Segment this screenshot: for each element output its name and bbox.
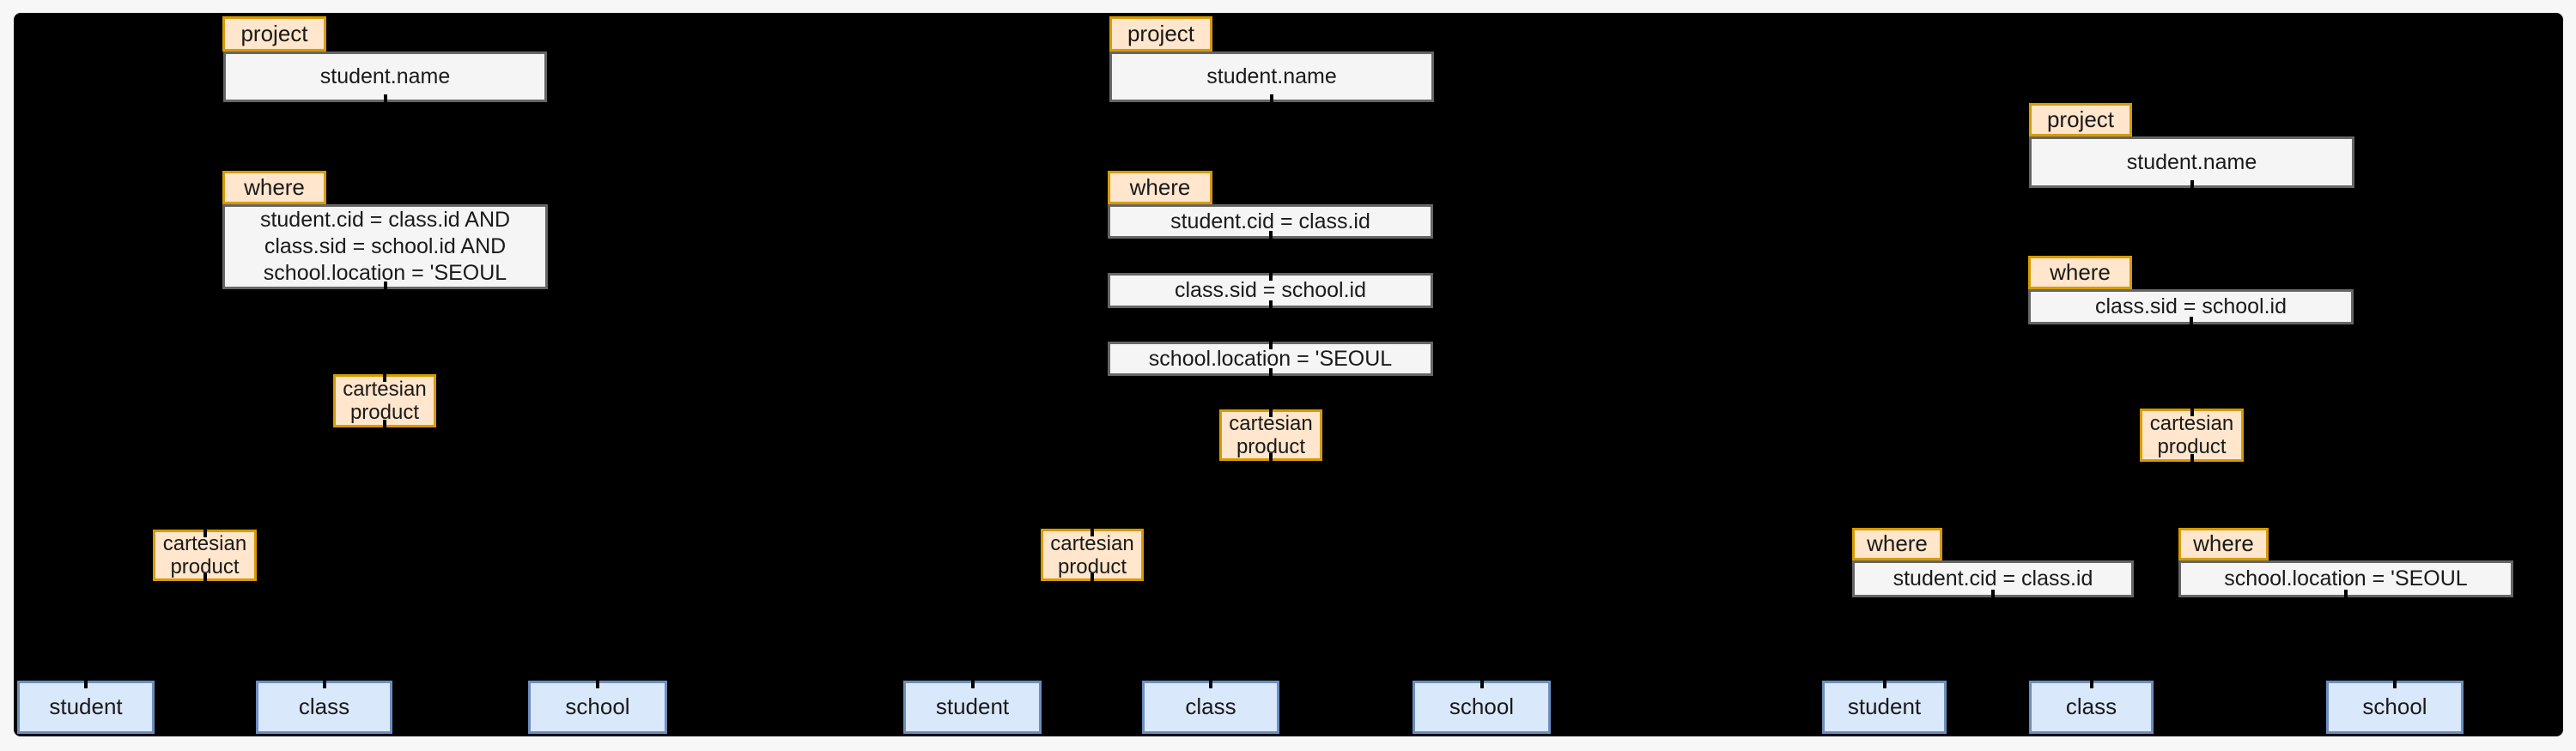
table-class: class — [1142, 681, 1279, 734]
project-attribute-box: student.name — [223, 51, 547, 102]
table-school: school — [1413, 681, 1551, 734]
where-condition-box: class.sid = school.id — [2028, 289, 2354, 324]
project-tag: project — [1109, 16, 1212, 51]
where-condition-box: student.cid = class.id — [1108, 204, 1433, 239]
where-condition-box: school.location = 'SEOUL — [1108, 342, 1433, 376]
where-condition-box: class.sid = school.id — [1108, 273, 1433, 308]
where-tag: where — [1852, 528, 1942, 560]
project-tag: project — [222, 16, 326, 51]
table-student: student — [903, 681, 1042, 734]
where-tag: where — [2028, 256, 2132, 289]
project-attribute-box: student.name — [2029, 136, 2354, 188]
table-school: school — [2326, 681, 2464, 734]
project-attribute-box: student.name — [1109, 51, 1434, 102]
where-tag: where — [1108, 171, 1212, 204]
table-student: student — [17, 681, 155, 734]
where-condition-box: student.cid = class.id AND class.sid = s… — [222, 204, 548, 289]
cartesian-product-node: cartesian product — [2140, 409, 2244, 462]
table-class: class — [2029, 681, 2154, 734]
cartesian-product-node: cartesian product — [1219, 409, 1322, 461]
cartesian-product-node: cartesian product — [1041, 529, 1144, 581]
where-tag: where — [222, 171, 326, 204]
table-class: class — [256, 681, 392, 734]
cartesian-product-node: cartesian product — [333, 374, 436, 427]
cartesian-product-node: cartesian product — [153, 530, 257, 581]
table-student: student — [1822, 681, 1947, 734]
project-tag: project — [2029, 103, 2132, 136]
where-tag: where — [2178, 528, 2269, 560]
where-condition-box: student.cid = class.id — [1852, 560, 2134, 597]
where-condition-box: school.location = 'SEOUL — [2178, 560, 2513, 597]
table-school: school — [528, 681, 667, 734]
